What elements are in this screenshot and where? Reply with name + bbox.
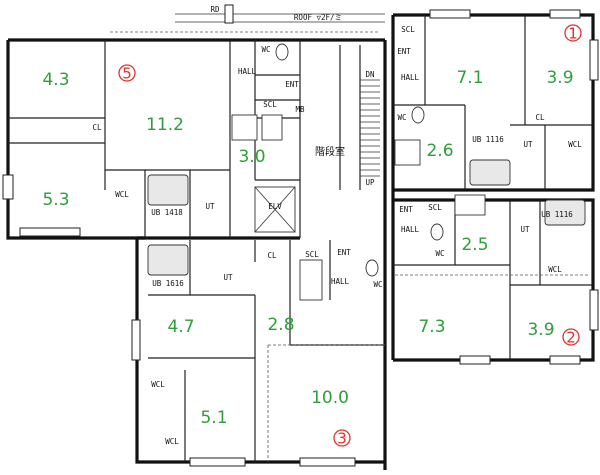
label-wc-u1: WC <box>397 113 406 122</box>
area-u1-main: 7.1 <box>456 68 483 88</box>
label-cl-u3: CL <box>267 251 277 260</box>
label-cl-u5: CL <box>92 123 102 132</box>
unit-2-circle <box>562 328 580 346</box>
label-hall-u3: HALL <box>331 277 350 286</box>
exterior-walls <box>6 13 595 470</box>
label-hall-u2: HALL <box>401 225 420 234</box>
label-hall-u1: HALL <box>401 73 420 82</box>
label-wcl-u3a: WCL <box>151 380 165 389</box>
toilet-u1 <box>411 106 425 124</box>
label-wcl-u3b: WCL <box>165 437 179 446</box>
unit-5-marker: 5 <box>122 65 132 83</box>
label-ent-u2: ENT <box>399 205 413 214</box>
room-areas: 4.3 5.3 11.2 3.0 7.1 3.9 2.6 2.5 7.3 3.9… <box>42 68 573 428</box>
area-u3-main: 10.0 <box>311 388 349 408</box>
toilet-u2 <box>430 223 444 241</box>
toilet-u5 <box>275 43 289 61</box>
area-u2-main: 7.3 <box>418 317 445 337</box>
label-ent-u1: ENT <box>397 47 411 56</box>
area-u5-kitchen: 3.0 <box>238 147 265 167</box>
label-ent-u5: ENT <box>285 80 299 89</box>
sink-u5 <box>231 114 258 141</box>
area-u3-upper: 4.7 <box>167 317 194 337</box>
area-u1-kitchen: 2.6 <box>426 141 453 161</box>
area-u2-east: 3.9 <box>527 320 554 340</box>
roof-header: RD ROOF ▽2F/ミ <box>175 4 385 24</box>
label-wc-u2: WC <box>435 249 444 258</box>
stair-treads <box>360 79 380 177</box>
unit-1-marker: 1 <box>568 25 578 43</box>
unit-5-circle <box>118 64 136 82</box>
area-u5-west-upper: 4.3 <box>42 70 69 90</box>
stove-u5 <box>261 114 283 141</box>
label-scl-u3: SCL <box>305 250 319 259</box>
area-u5-west-lower: 5.3 <box>42 190 69 210</box>
label-hall-u5: HALL <box>238 67 257 76</box>
sink-u2 <box>454 194 486 216</box>
label-ub1116b: UB 1116 <box>541 210 573 219</box>
label-stair: 階段室 <box>315 145 345 158</box>
label-scl-u1: SCL <box>401 25 415 34</box>
label-scl-u5: SCL <box>263 100 277 109</box>
area-u5-main: 11.2 <box>146 115 184 135</box>
label-dn: DN <box>365 70 374 79</box>
label-up: UP <box>365 178 375 187</box>
interior-walls <box>8 15 593 462</box>
label-cl-u1: CL <box>535 113 545 122</box>
unit-1-circle <box>564 24 582 42</box>
bathtub-u1 <box>469 159 511 186</box>
label-wc-u3: WC <box>373 280 382 289</box>
label-ub1616: UB 1616 <box>152 279 184 288</box>
area-u2-kitchen: 2.5 <box>461 235 488 255</box>
label-ut-u3: UT <box>223 273 233 282</box>
fixtures <box>147 43 586 301</box>
windows <box>2 9 599 467</box>
label-wc-u5: WC <box>261 45 270 54</box>
stove-u3 <box>299 259 323 301</box>
label-mb: MB <box>295 105 305 114</box>
bathtub-u3 <box>147 244 189 276</box>
dashed-lines <box>110 31 590 462</box>
unit-3-marker: 3 <box>337 430 347 448</box>
label-ut-u2: UT <box>520 225 530 234</box>
label-ut-u1: UT <box>523 140 533 149</box>
label-ub1418: UB 1418 <box>151 208 183 217</box>
label-wcl-u5: WCL <box>115 190 129 199</box>
room-labels: WC ENT HALL SCL MB UT WCL CL UB 1418 ELV… <box>92 25 582 446</box>
unit-2-marker: 2 <box>566 329 576 347</box>
toilet-u3 <box>365 259 379 277</box>
label-ut-u5: UT <box>205 202 215 211</box>
rd-label: RD <box>210 5 220 14</box>
sink-u1 <box>394 139 421 166</box>
label-ub1116a: UB 1116 <box>472 135 504 144</box>
area-u3-lower: 5.1 <box>200 408 227 428</box>
label-wcl-u1: WCL <box>568 140 582 149</box>
bathtub-u2 <box>544 199 586 226</box>
label-elv: ELV <box>268 202 282 211</box>
area-u3-kitchen: 2.8 <box>267 315 294 335</box>
label-ent-u3: ENT <box>337 248 351 257</box>
unit-3-circle <box>333 429 351 447</box>
label-scl-u2: SCL <box>428 203 442 212</box>
unit-markers: 1 2 3 5 <box>118 24 582 448</box>
area-u1-east: 3.9 <box>546 68 573 88</box>
bathtub-u5 <box>147 174 189 206</box>
roof-label: ROOF ▽2F/ミ <box>294 13 342 22</box>
label-wcl-u2: WCL <box>548 265 562 274</box>
